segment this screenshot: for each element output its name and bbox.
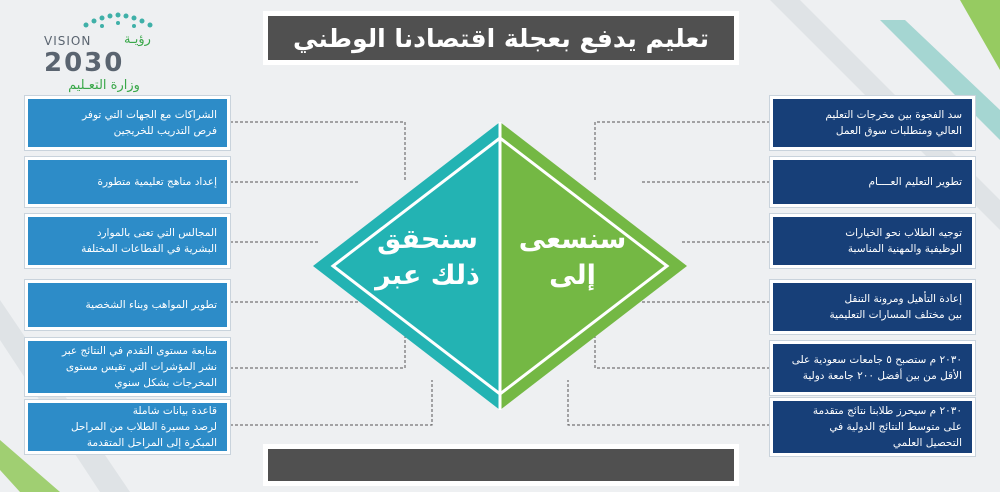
diamond-right-half <box>500 122 687 410</box>
right-item-universities: ٢٠٣٠ م ستصبح ٥ جامعات سعودية على الأقل م… <box>770 341 975 395</box>
right-item-text: سد الفجوة بين مخرجات التعليم العالي ومتط… <box>825 108 962 137</box>
right-item-text: ٢٠٣٠ م ستصبح ٥ جامعات سعودية على الأقل م… <box>791 353 962 382</box>
logo-year: 2030 <box>44 48 125 78</box>
logo-vision-arabic: رؤيـة <box>124 32 151 47</box>
left-item-text: تطوير المواهب وبناء الشخصية <box>85 298 217 311</box>
logo-dots-icon <box>83 12 153 28</box>
diamond-left-half <box>313 122 500 410</box>
left-item-database: قاعدة بيانات شاملة لرصد مسيرة الطلاب من … <box>25 400 230 454</box>
center-left-text: سنحقق ذلك عبر <box>375 224 480 292</box>
center-right-text: سنسعى إلى <box>518 224 627 292</box>
bottom-banner-fill <box>268 449 734 481</box>
right-item-student-results: ٢٠٣٠ م سيحرز طلابنا نتائج متقدمة على متو… <box>770 398 975 456</box>
logo-ministry: وزارة التعـليم <box>68 78 140 93</box>
left-item-text: الشراكات مع الجهات التي توفر فرص التدريب… <box>82 108 217 137</box>
right-item-general-education: تطوير التعليم العــــام <box>770 157 975 207</box>
bottom-banner <box>263 444 739 486</box>
logo-vision-label: VISION <box>44 34 92 48</box>
right-item-text: إعادة التأهيل ومرونة التنقل بين مختلف ال… <box>829 292 962 321</box>
connector-lines <box>230 121 770 426</box>
left-item-text: المجالس التي تعنى بالموارد البشرية في ال… <box>81 226 217 255</box>
left-item-text: إعداد مناهج تعليمية متطورة <box>97 175 217 188</box>
right-item-rehabilitation: إعادة التأهيل ومرونة التنقل بين مختلف ال… <box>770 280 975 334</box>
left-item-councils: المجالس التي تعنى بالموارد البشرية في ال… <box>25 214 230 268</box>
right-item-text: توجيه الطلاب نحو الخيارات الوظيفية والمه… <box>845 226 962 255</box>
vision-2030-logo: VISION رؤيـة 2030 وزارة التعـليم <box>44 8 174 96</box>
left-item-curricula: إعداد مناهج تعليمية متطورة <box>25 157 230 207</box>
left-item-partnerships: الشراكات مع الجهات التي توفر فرص التدريب… <box>25 96 230 150</box>
right-item-text: تطوير التعليم العــــام <box>868 175 962 188</box>
right-item-gap: سد الفجوة بين مخرجات التعليم العالي ومتط… <box>770 96 975 150</box>
left-item-text: متابعة مستوى التقدم في النتائج عبر نشر ا… <box>61 344 217 390</box>
title-banner: تعليم يدفع بعجلة اقتصادنا الوطني <box>263 11 739 65</box>
right-item-text: ٢٠٣٠ م سيحرز طلابنا نتائج متقدمة على متو… <box>812 404 962 450</box>
page-title: تعليم يدفع بعجلة اقتصادنا الوطني <box>268 16 734 60</box>
left-item-monitoring: متابعة مستوى التقدم في النتائج عبر نشر ا… <box>25 338 230 396</box>
right-item-guidance: توجيه الطلاب نحو الخيارات الوظيفية والمه… <box>770 214 975 268</box>
left-item-text: قاعدة بيانات شاملة لرصد مسيرة الطلاب من … <box>70 404 217 450</box>
left-item-talents: تطوير المواهب وبناء الشخصية <box>25 280 230 330</box>
